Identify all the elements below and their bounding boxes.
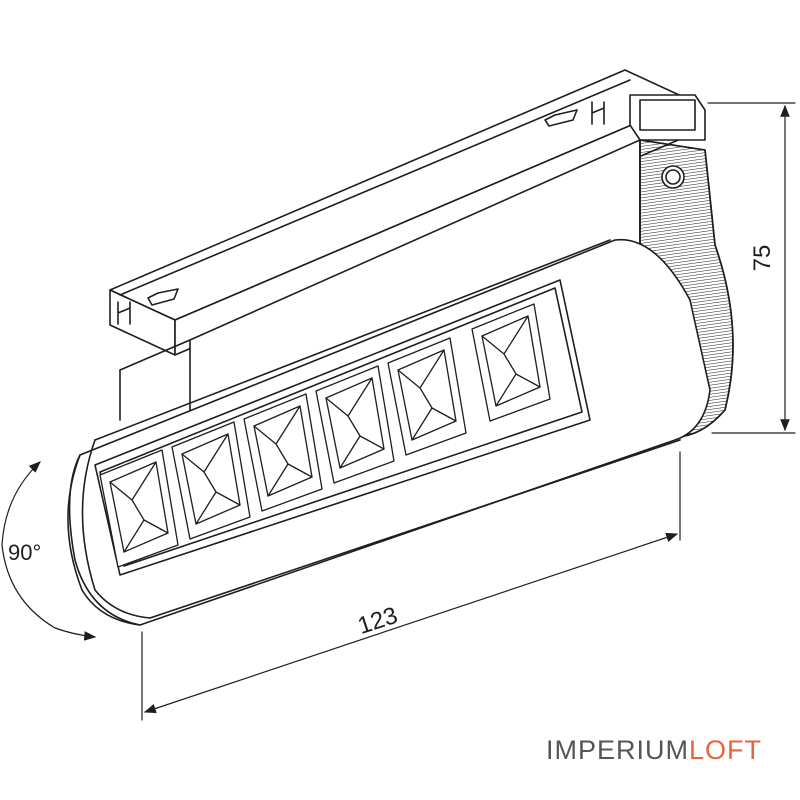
lens-cell [243,393,323,512]
lens-array [99,303,551,568]
lens-cell [315,365,395,484]
lens-cell [471,303,551,422]
height-dimension [707,102,796,434]
lens-cell [387,337,467,456]
logo-part-loft: LOFT [688,735,762,765]
brand-logo: IMPERIUMLOFT [546,735,762,766]
rotation-label: 90° [8,540,41,565]
lens-cell [171,421,251,540]
rotation-dimension [1,461,97,641]
length-label: 123 [354,602,400,640]
logo-part-imperium: IMPERIUM [545,735,689,765]
length-dimension [141,451,681,721]
height-label: 75 [749,245,776,272]
